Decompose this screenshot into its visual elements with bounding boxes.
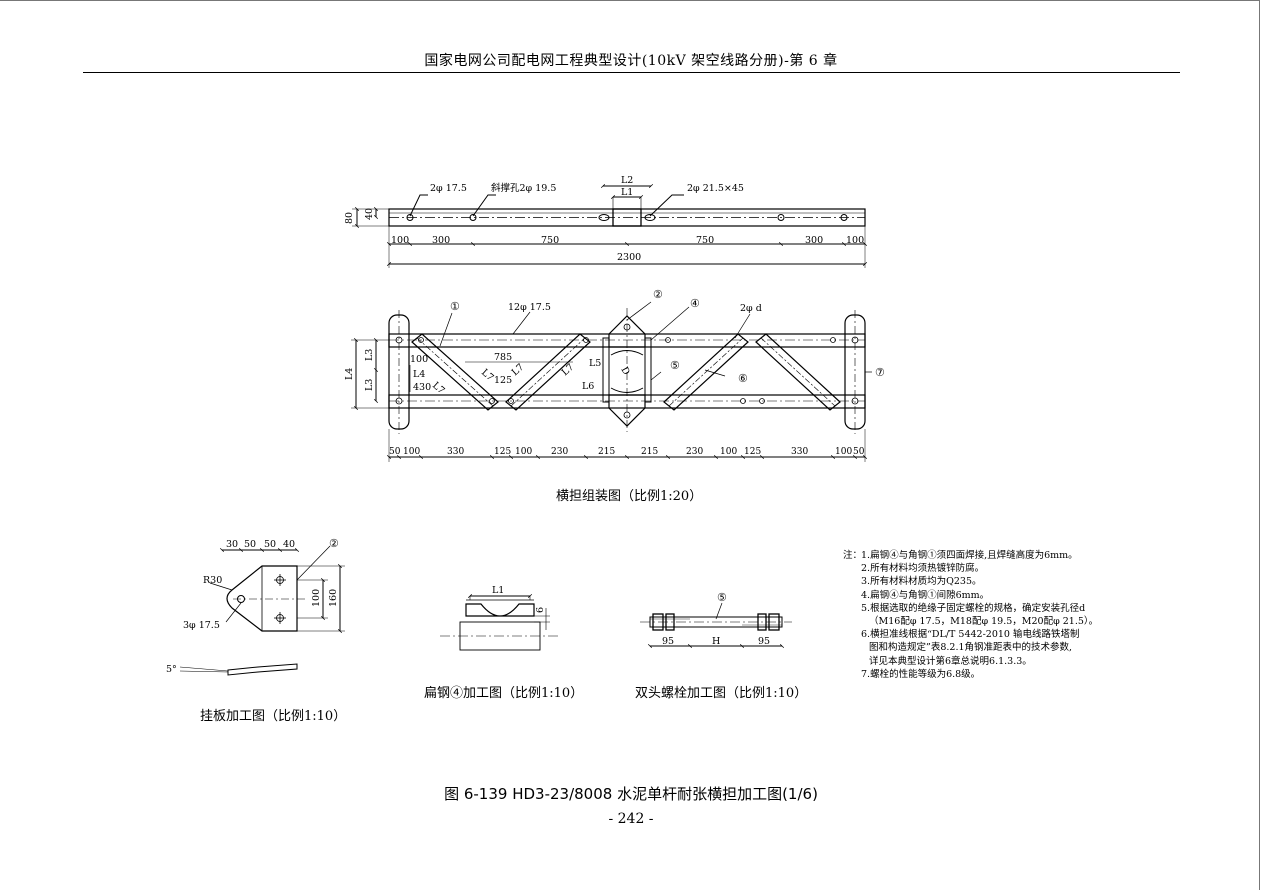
flat-steel-drawing — [440, 593, 560, 651]
note-item: 4.扁钢④与角钢①间隙6mm。 — [861, 589, 990, 601]
svg-text:100: 100 — [403, 447, 420, 457]
header-rule — [83, 72, 1180, 73]
svg-text:100: 100 — [835, 447, 852, 457]
notes-prefix: 注： — [843, 550, 863, 561]
svg-text:230: 230 — [686, 447, 703, 457]
svg-text:95: 95 — [758, 636, 770, 647]
assembly-bottom-dims: 50 100 330 125 100 230 215 215 230 100 1… — [389, 447, 865, 457]
hanging-plate-drawing — [179, 545, 345, 676]
svg-text:95: 95 — [662, 636, 674, 647]
note-item: 详见本典型设计第6章总说明6.1.3.3。 — [869, 655, 1032, 667]
note-item: 6.横担准线根据“DL/T 5442-2010 输电线路铁塔制 — [861, 629, 1080, 641]
svg-text:100: 100 — [515, 447, 532, 457]
svg-text:330: 330 — [791, 447, 808, 457]
page-number: - 242 - — [608, 811, 654, 827]
l1-label: L1 — [621, 187, 633, 198]
note-item: 图和构造规定”表8.2.1角钢准距表中的技术参数, — [869, 642, 1073, 654]
inner-label: 785 — [494, 352, 512, 363]
page-header: 国家电网公司配电网工程典型设计(10kV 架空线路分册)-第 6 章 — [424, 53, 838, 69]
svg-text:40: 40 — [283, 539, 295, 550]
thickness-label: 6 — [535, 607, 546, 613]
figure-title: 图 6-139 HD3-23/8008 水泥单杆耐张横担加工图(1/6) — [444, 785, 818, 803]
hanging-plate-caption: 挂板加工图（比例1:10） — [200, 709, 347, 724]
callout-holes: 12φ 17.5 — [508, 302, 551, 313]
vdim-100: 100 — [311, 589, 322, 607]
svg-text:100: 100 — [720, 447, 737, 457]
bolt-caption: 双头螺栓加工图（比例1:10） — [635, 686, 808, 701]
dim-l3: L3 — [364, 349, 375, 361]
bolt-labels: ⑤ 95 H 95 — [662, 591, 770, 647]
hanging-plate-labels: 30 50 50 40 ② R30 3φ 17.5 100 160 5° — [166, 537, 339, 675]
dim-l4: L4 — [344, 368, 355, 380]
svg-text:125: 125 — [494, 447, 511, 457]
total-length: 2300 — [617, 252, 641, 263]
marker-6: ⑥ — [738, 372, 748, 385]
inner-label: L5 — [589, 358, 601, 369]
svg-text:50: 50 — [244, 539, 256, 550]
l1-label: L1 — [492, 585, 504, 596]
inner-label: D — [618, 365, 632, 377]
inner-label: L4 — [413, 369, 425, 380]
inner-label: 100 — [410, 354, 428, 365]
dim: 750 — [696, 235, 714, 246]
note-item: 2.所有材料均须热镀锌防腐。 — [861, 563, 985, 575]
note-item: 1.扁钢④与角钢①须四面焊接,且焊缝高度为6mm。 — [861, 550, 1078, 561]
dim: 750 — [541, 235, 559, 246]
svg-text:50: 50 — [389, 447, 401, 457]
marker-4: ④ — [690, 297, 700, 310]
height-80: 80 — [344, 212, 355, 224]
angle-label: 5° — [166, 664, 177, 675]
svg-text:50: 50 — [853, 447, 865, 457]
dim: 100 — [846, 235, 864, 246]
marker-2: ② — [653, 288, 663, 301]
radius-label: R30 — [203, 575, 222, 586]
note-item: 3.所有材料材质均为Q235。 — [861, 576, 982, 588]
inner-label: L7 — [560, 362, 577, 378]
vdim-160: 160 — [328, 589, 339, 607]
svg-text:50: 50 — [264, 539, 276, 550]
note-item: 5.根据选取的绝缘子固定螺栓的规格，确定安装孔径d — [861, 602, 1086, 614]
marker-2: ② — [329, 537, 339, 550]
marker-5: ⑤ — [670, 359, 680, 372]
assembly-labels: ① ② ④ ⑤ ⑥ ⑦ 12φ 17.5 2φ d L4 L3 L3 100 7… — [344, 288, 885, 457]
note-item: （M16配φ 17.5，M18配φ 19.5，M20配φ 21.5）。 — [869, 616, 1099, 628]
dim: 100 — [391, 235, 409, 246]
height-40: 40 — [364, 208, 375, 220]
callout-brace-holes: 斜撑孔2φ 19.5 — [491, 182, 556, 194]
svg-text:330: 330 — [447, 447, 464, 457]
marker-7: ⑦ — [875, 366, 885, 379]
svg-text:30: 30 — [226, 539, 238, 550]
callout-bolt-holes: 2φ 17.5 — [430, 183, 467, 194]
l2-label: L2 — [621, 175, 633, 186]
crossarm-assembly — [351, 301, 872, 462]
svg-text:H: H — [712, 636, 720, 647]
inner-label: L6 — [582, 381, 594, 392]
crossarm-top-view — [352, 183, 868, 268]
dim: 300 — [432, 235, 450, 246]
marker-1: ① — [450, 300, 460, 313]
dim: 300 — [805, 235, 823, 246]
callout-slot-holes: 2φ 21.5×45 — [687, 183, 744, 194]
dim-l3: L3 — [364, 379, 375, 391]
callout-d: 2φ d — [740, 303, 762, 314]
holes-label: 3φ 17.5 — [183, 620, 220, 631]
marker-5: ⑤ — [717, 591, 727, 604]
bolt-drawing — [640, 602, 792, 649]
svg-text:215: 215 — [641, 447, 658, 457]
flat-steel-caption: 扁钢④加工图（比例1:10） — [424, 686, 584, 701]
notes-block: 注：1.扁钢④与角钢①须四面焊接,且焊缝高度为6mm。 2.所有材料均须热镀锌防… — [843, 549, 1098, 681]
top-view-labels: 2φ 17.5 斜撑孔2φ 19.5 2φ 21.5×45 L2 L1 80 4… — [344, 175, 864, 263]
note-item: 7.螺栓的性能等级为6.8级。 — [861, 668, 981, 680]
svg-text:215: 215 — [598, 447, 615, 457]
flat-steel-labels: L1 6 — [492, 585, 546, 613]
svg-text:230: 230 — [551, 447, 568, 457]
svg-text:125: 125 — [744, 447, 761, 457]
assembly-caption: 横担组装图（比例1:20） — [556, 489, 703, 504]
inner-label: L7 — [430, 380, 447, 396]
inner-label: 125 — [494, 375, 512, 386]
inner-label: 430 — [413, 382, 431, 393]
